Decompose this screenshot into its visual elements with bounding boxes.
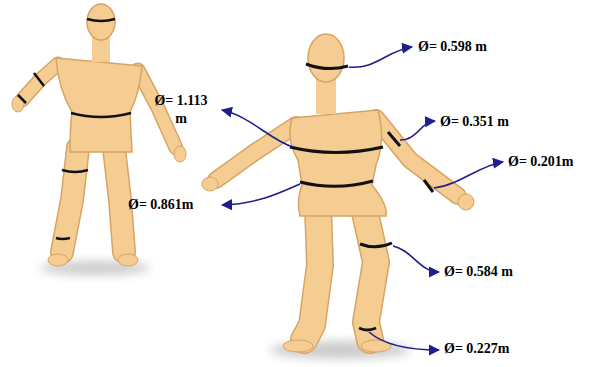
dimension-label: Ø= 0.201m xyxy=(508,153,574,171)
leader-arrow xyxy=(222,47,503,350)
dimension-label: Ø= 0.227m xyxy=(444,340,510,358)
measure-band xyxy=(18,19,131,239)
dimension-label: Ø= 0.598 m xyxy=(418,38,487,56)
dimension-label: Ø= 1.113 m xyxy=(148,92,214,128)
measure-band xyxy=(290,64,433,330)
back-figure xyxy=(12,4,186,266)
dimension-label: Ø= 0.584 m xyxy=(444,263,513,281)
dimension-label: Ø= 0.861m xyxy=(128,196,194,214)
dimension-label: Ø= 0.351 m xyxy=(440,113,509,131)
front-figure xyxy=(202,34,474,352)
